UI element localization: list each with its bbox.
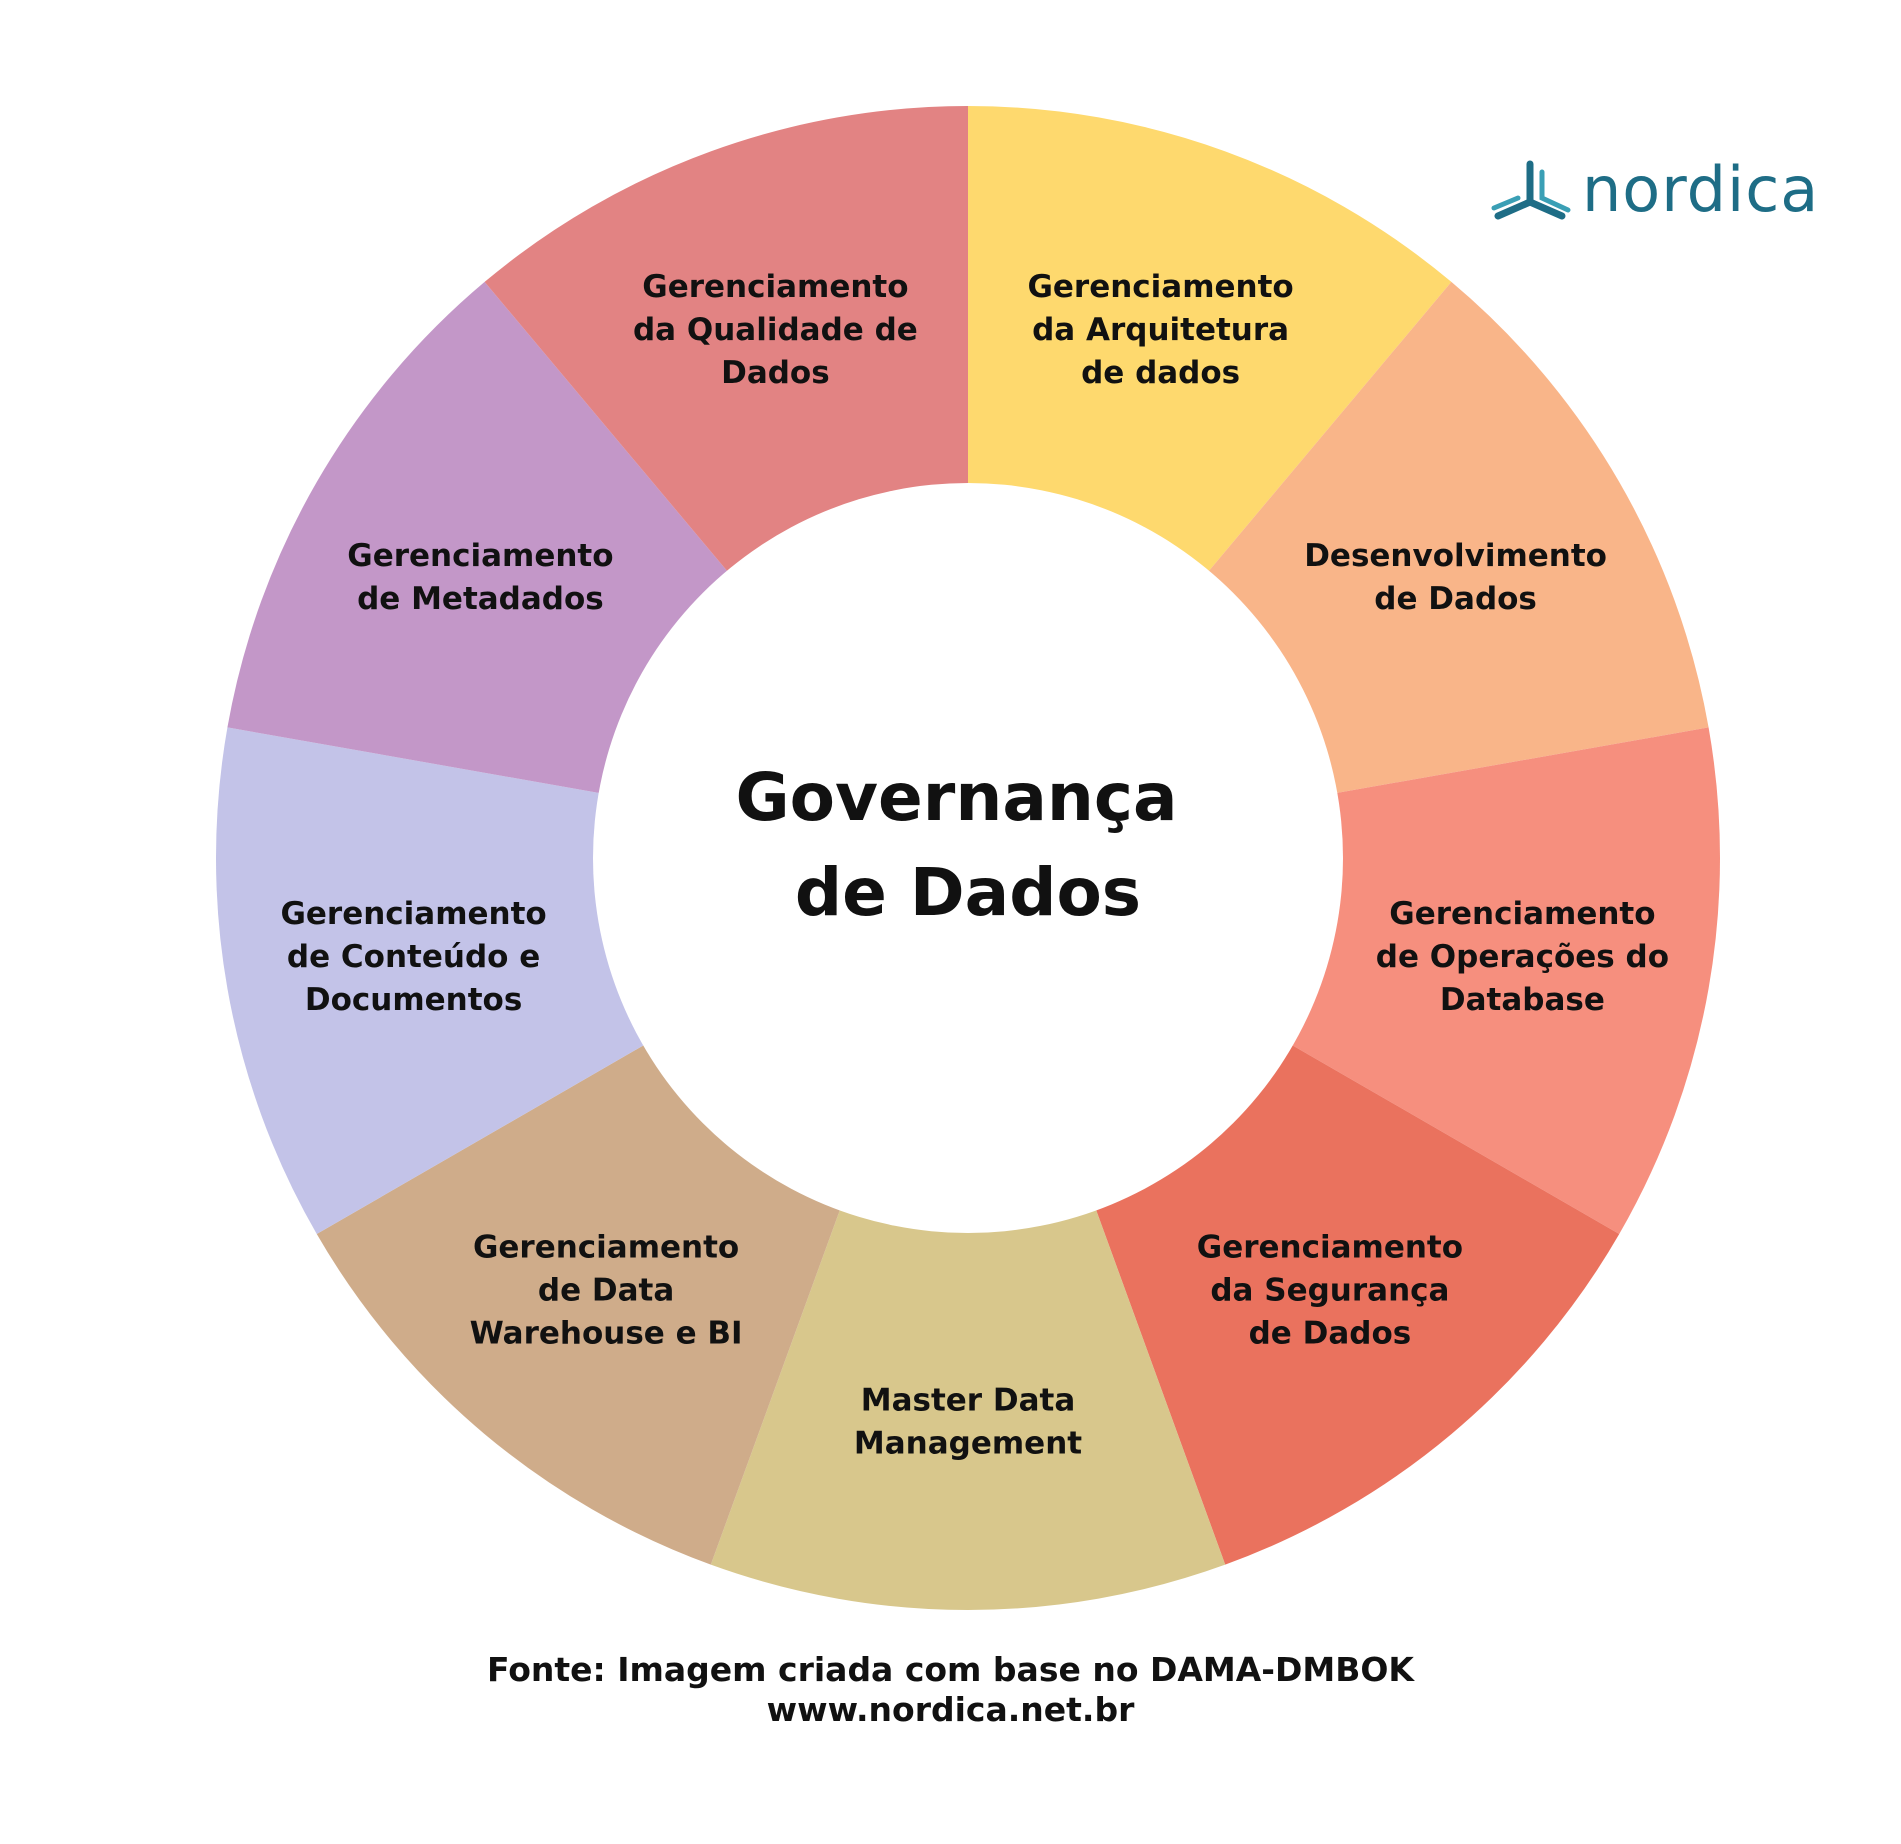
- wheel-labels: Gerenciamento da Arquitetura de dadosDesen…: [280, 269, 1669, 1462]
- segment-label-3-line-2: de Operações do: [1376, 939, 1669, 975]
- segment-label-1-line-3: de dados: [1081, 355, 1240, 391]
- segment-label-7-line-3: Documentos: [305, 982, 522, 1018]
- segment-label-1-line-2: da Arquitetura: [1032, 312, 1289, 348]
- segment-label-9-line-2: da Qualidade de: [633, 312, 918, 348]
- segment-label-6-line-3: Warehouse e BI: [470, 1315, 743, 1351]
- segment-label-2-line-2: de Dados: [1374, 581, 1537, 617]
- segment-label-3-line-1: Gerenciamento: [1389, 896, 1655, 932]
- segment-label-9-line-1: Gerenciamento: [642, 269, 908, 305]
- center-title-line-1: Governança: [735, 759, 1177, 836]
- segment-label-7-line-2: de Conteúdo e: [287, 939, 540, 975]
- segment-label-9-line-3: Dados: [721, 355, 830, 391]
- center-title-line-2: de Dados: [795, 854, 1141, 931]
- segment-label-8-line-1: Gerenciamento: [347, 538, 613, 574]
- segment-label-6-line-1: Gerenciamento: [473, 1229, 739, 1265]
- segment-label-4-line-2: da Segurança: [1210, 1272, 1449, 1308]
- segment-label-1: Gerenciamento da Arquitetura de dados: [1027, 269, 1293, 391]
- center-circle: [593, 483, 1343, 1233]
- segment-label-8-line-2: de Metadados: [357, 581, 604, 617]
- segment-label-8: Gerenciamento de Metadados: [347, 538, 613, 617]
- segment-label-4-line-1: Gerenciamento: [1197, 1229, 1463, 1265]
- segment-label-5-line-2: Management: [854, 1426, 1082, 1462]
- segment-label-7: Gerenciamento de Conteúdo e Documentos: [280, 896, 546, 1018]
- center-title: Governança de Dados: [735, 759, 1200, 931]
- segment-label-9: Gerenciamento da Qualidade de Dados: [633, 269, 918, 391]
- segment-label-7-line-1: Gerenciamento: [280, 896, 546, 932]
- segment-label-4: Gerenciamento da Segurança de Dados: [1197, 1229, 1463, 1351]
- segment-label-4-line-3: de Dados: [1249, 1315, 1412, 1351]
- segment-label-2: Desenvolvimento de Dados: [1304, 538, 1607, 617]
- segment-label-5-line-1: Master Data: [861, 1383, 1076, 1419]
- website-url: www.nordica.net.br: [766, 1690, 1135, 1729]
- segment-label-3: Gerenciamento de Operações do Database: [1376, 896, 1669, 1018]
- nordica-logo: nordica: [1490, 150, 1818, 230]
- segment-label-1-line-1: Gerenciamento: [1027, 269, 1293, 305]
- source-caption: Fonte: Imagem criada com base no DAMA-DM…: [487, 1650, 1414, 1689]
- nordica-logo-icon: [1491, 160, 1571, 220]
- segment-label-3-line-3: Database: [1440, 982, 1605, 1018]
- wheel-segment-5: [710, 858, 1226, 1611]
- footer: Fonte: Imagem criada com base no DAMA-DM…: [0, 1650, 1901, 1730]
- segment-label-6-line-2: de Data: [538, 1272, 674, 1308]
- logo-wordmark: nordica: [1582, 153, 1820, 226]
- segment-label-2-line-1: Desenvolvimento: [1304, 538, 1607, 574]
